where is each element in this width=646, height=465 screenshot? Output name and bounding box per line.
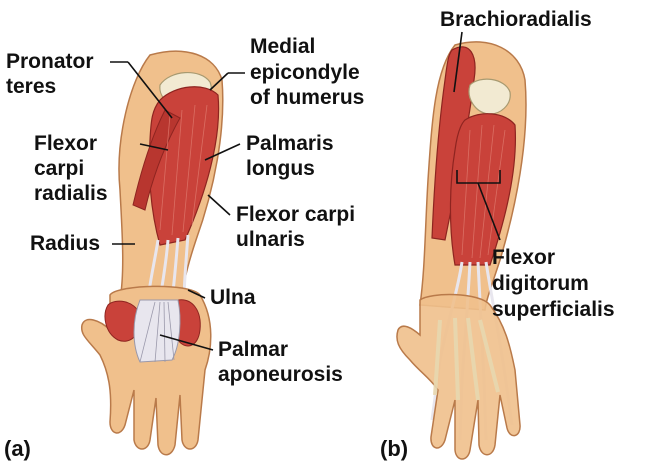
label-line: teres	[6, 75, 56, 98]
label-line: of humerus	[250, 86, 364, 109]
label-line: ulnaris	[236, 228, 305, 251]
hand-b-bones	[433, 317, 500, 401]
brachioradialis-muscle	[431, 46, 476, 241]
label-flexor-carpi-radialis: Flexor carpi radialis	[34, 132, 108, 205]
label-flexor-digitorum-superficialis: Flexor digitorum superficialis	[492, 246, 615, 321]
label-line: Palmaris	[246, 132, 334, 155]
panel-b-tag: (b)	[380, 436, 408, 461]
label-flexor-carpi-ulnaris: Flexor carpi ulnaris	[236, 203, 355, 251]
label-line: longus	[246, 157, 315, 180]
leader-ulna	[187, 289, 206, 299]
leader-flexor-carpi-radialis	[139, 143, 169, 151]
svg-text:carpi: carpi	[34, 157, 84, 180]
muscle-fibers-b	[461, 124, 506, 259]
panel-a-tag: (a)	[4, 436, 31, 461]
aponeurosis-bands	[139, 301, 175, 363]
label-palmaris-longus: Palmaris longus	[246, 132, 334, 180]
label-line: Flexor carpi	[236, 203, 355, 226]
svg-text:Flexor carpi: Flexor carpi	[236, 203, 355, 226]
label-line: Radius	[30, 232, 100, 255]
label-line: digitorum	[492, 272, 589, 295]
svg-text:teres: teres	[6, 75, 56, 98]
label-pronator-teres: Pronator teres	[6, 50, 94, 98]
muscle-fibers-a	[159, 104, 208, 236]
label-ulna: Ulna	[210, 286, 256, 309]
leader-pronator-teres-diag	[127, 61, 173, 119]
svg-text:Medial: Medial	[250, 35, 315, 58]
leader-flexor-digitorum	[477, 182, 501, 241]
label-line: aponeurosis	[218, 363, 343, 386]
label-line: radialis	[34, 182, 108, 205]
label-medial-epicondyle: Medial epicondyle of humerus	[250, 35, 364, 109]
svg-text:Ulna: Ulna	[210, 286, 256, 309]
label-line: Pronator	[6, 50, 94, 73]
leader-medial-epicondyle-diag	[209, 72, 229, 91]
label-line: Medial	[250, 35, 315, 58]
panel-b-illustration	[396, 41, 527, 460]
svg-text:ulnaris: ulnaris	[236, 228, 305, 251]
svg-text:radialis: radialis	[34, 182, 108, 205]
palmar-aponeurosis-sheet	[133, 299, 181, 363]
flexor-digitorum-superficialis-muscle	[449, 113, 517, 266]
label-line: Brachioradialis	[440, 8, 592, 31]
svg-text:Flexor: Flexor	[492, 246, 555, 269]
svg-text:of humerus: of humerus	[250, 86, 364, 109]
label-radius: Radius	[30, 232, 100, 255]
elbow-bones-b	[468, 78, 511, 115]
label-line: Ulna	[210, 286, 256, 309]
label-line: Palmar	[218, 338, 288, 361]
label-line: carpi	[34, 157, 84, 180]
leader-palmaris-longus	[204, 143, 241, 161]
svg-text:Radius: Radius	[30, 232, 100, 255]
svg-text:Flexor: Flexor	[34, 132, 97, 155]
label-palmar-aponeurosis: Palmar aponeurosis	[218, 338, 343, 386]
label-brachioradialis: Brachioradialis	[440, 8, 592, 31]
svg-text:Brachioradialis: Brachioradialis	[440, 8, 592, 31]
svg-text:Palmaris: Palmaris	[246, 132, 334, 155]
svg-text:Pronator: Pronator	[6, 50, 94, 73]
label-line: Flexor	[492, 246, 555, 269]
svg-text:Palmar: Palmar	[218, 338, 288, 361]
svg-text:superficialis: superficialis	[492, 298, 615, 321]
leader-palmar-aponeurosis	[159, 334, 214, 351]
svg-text:aponeurosis: aponeurosis	[218, 363, 343, 386]
leader-flexor-carpi-ulnaris	[207, 194, 231, 216]
label-line: epicondyle	[250, 61, 360, 84]
svg-text:longus: longus	[246, 157, 315, 180]
leader-brachioradialis	[453, 31, 463, 93]
svg-text:digitorum: digitorum	[492, 272, 589, 295]
label-line: superficialis	[492, 298, 615, 321]
panel-a-illustration	[80, 50, 224, 456]
label-line: Flexor	[34, 132, 97, 155]
svg-text:epicondyle: epicondyle	[250, 61, 360, 84]
